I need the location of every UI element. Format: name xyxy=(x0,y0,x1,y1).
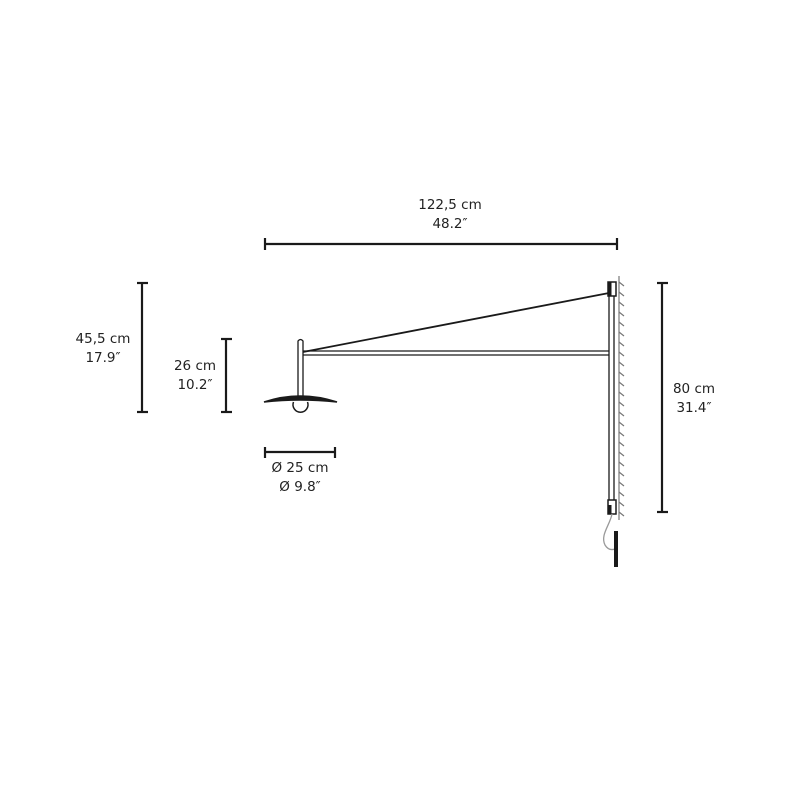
shade-diameter-imperial: Ø 9.8″ xyxy=(279,479,321,495)
total-drop-imperial: 17.9″ xyxy=(85,350,121,366)
shade-diameter-dimension-line xyxy=(263,447,337,458)
mount-height-metric: 80 cm xyxy=(672,381,716,397)
total-drop-dimension-line xyxy=(137,281,148,414)
stem-height-label: 26 cm 10.2″ xyxy=(165,357,225,395)
stem-height-imperial: 10.2″ xyxy=(177,377,213,393)
bottom-wall-bracket xyxy=(607,499,617,515)
lamp-stem xyxy=(297,338,304,397)
width-label: 122,5 cm 48.2″ xyxy=(390,196,510,234)
shade-diameter-metric: Ø 25 cm xyxy=(271,460,329,476)
width-metric: 122,5 cm xyxy=(418,197,482,213)
horizontal-arm xyxy=(303,350,609,356)
power-plug xyxy=(614,531,618,567)
power-cable xyxy=(603,513,616,551)
total-drop-metric: 45,5 cm xyxy=(75,331,131,347)
bulb xyxy=(292,401,309,413)
width-imperial: 48.2″ xyxy=(432,216,468,232)
mount-height-imperial: 31.4″ xyxy=(676,400,712,416)
shade-diameter-label: Ø 25 cm Ø 9.8″ xyxy=(260,459,340,497)
stem-height-dimension-line xyxy=(221,337,232,414)
tension-wire xyxy=(302,292,610,353)
mount-height-label: 80 cm 31.4″ xyxy=(664,380,724,418)
lamp-shade xyxy=(263,395,338,403)
stem-height-metric: 26 cm xyxy=(173,358,217,374)
wall-rail xyxy=(608,295,615,500)
top-wall-bracket xyxy=(607,281,617,297)
mount-height-dimension-line xyxy=(657,281,668,514)
width-dimension-line xyxy=(263,238,619,250)
wall-hatching xyxy=(618,276,625,520)
total-drop-label: 45,5 cm 17.9″ xyxy=(68,330,138,368)
